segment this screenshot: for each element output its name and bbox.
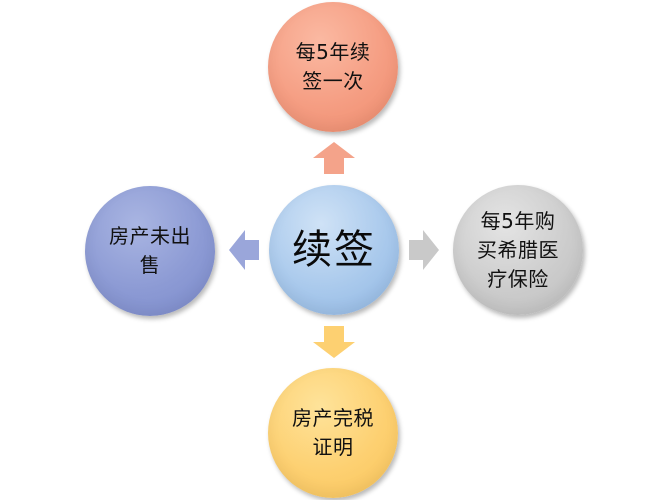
arrow-left-icon (229, 230, 259, 270)
node-bottom-label: 房产完税 证明 (292, 406, 374, 459)
node-property-not-sold: 房产未出 售 (85, 186, 215, 316)
arrow-right-icon (409, 230, 439, 270)
arrow-up-icon (313, 142, 355, 174)
node-property-tax-certificate: 房产完税 证明 (268, 368, 398, 498)
node-right-label: 每5年购 买希腊医 疗保险 (477, 208, 559, 291)
node-renew-every-5-years: 每5年续 签一次 (268, 2, 398, 132)
node-left-label: 房产未出 售 (109, 224, 191, 277)
arrow-down-icon (313, 326, 355, 358)
node-center-label: 续签 (292, 227, 376, 273)
node-center-renewal: 续签 (269, 185, 399, 315)
node-greek-medical-insurance: 每5年购 买希腊医 疗保险 (453, 185, 583, 315)
node-top-label: 每5年续 签一次 (295, 40, 371, 93)
